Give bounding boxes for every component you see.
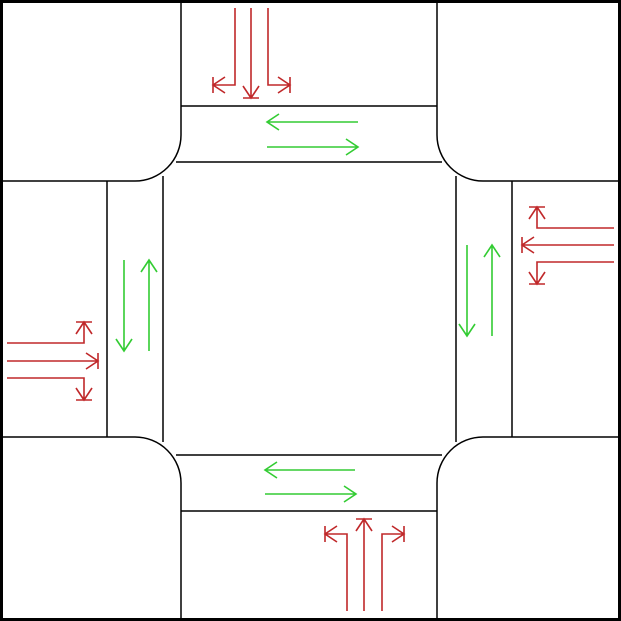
crosswalk-arrow-north-left: [265, 113, 358, 131]
crosswalk-south: [176, 454, 442, 512]
lane-arrow-west-left-turn: [7, 320, 93, 344]
corner-bottom-left: [0, 436, 182, 621]
crosswalk-arrow-west-down: [115, 260, 133, 353]
lane-arrow-west-right-turn: [7, 377, 93, 402]
lane-arrow-east-straight: [520, 236, 614, 254]
corner-top-right: [436, 0, 621, 182]
crosswalk-arrow-south-right: [265, 485, 358, 503]
corner-top-left: [0, 0, 182, 182]
lane-arrow-north-left-turn: [267, 8, 292, 94]
lane-arrow-east-left-turn: [528, 261, 614, 286]
corner-bottom-right: [436, 436, 621, 621]
crosswalk-north: [176, 105, 442, 163]
lane-arrow-north-straight: [242, 8, 260, 100]
lane-arrow-south-straight: [355, 517, 373, 611]
crosswalk-arrow-east-down: [458, 245, 476, 338]
crosswalk-east: [455, 176, 513, 442]
lane-arrow-east-right-turn: [528, 205, 614, 229]
lane-arrow-west-straight: [7, 352, 100, 370]
lane-arrow-south-left-turn: [323, 525, 348, 611]
crosswalk-arrow-east-up: [483, 243, 501, 336]
crosswalk-arrow-west-up: [140, 258, 158, 351]
crosswalk-arrow-north-right: [267, 138, 360, 156]
lane-arrow-north-right-turn: [211, 8, 236, 94]
lane-arrow-south-right-turn: [381, 525, 406, 611]
crosswalk-west: [106, 176, 164, 442]
crosswalk-arrow-south-left: [263, 461, 355, 479]
